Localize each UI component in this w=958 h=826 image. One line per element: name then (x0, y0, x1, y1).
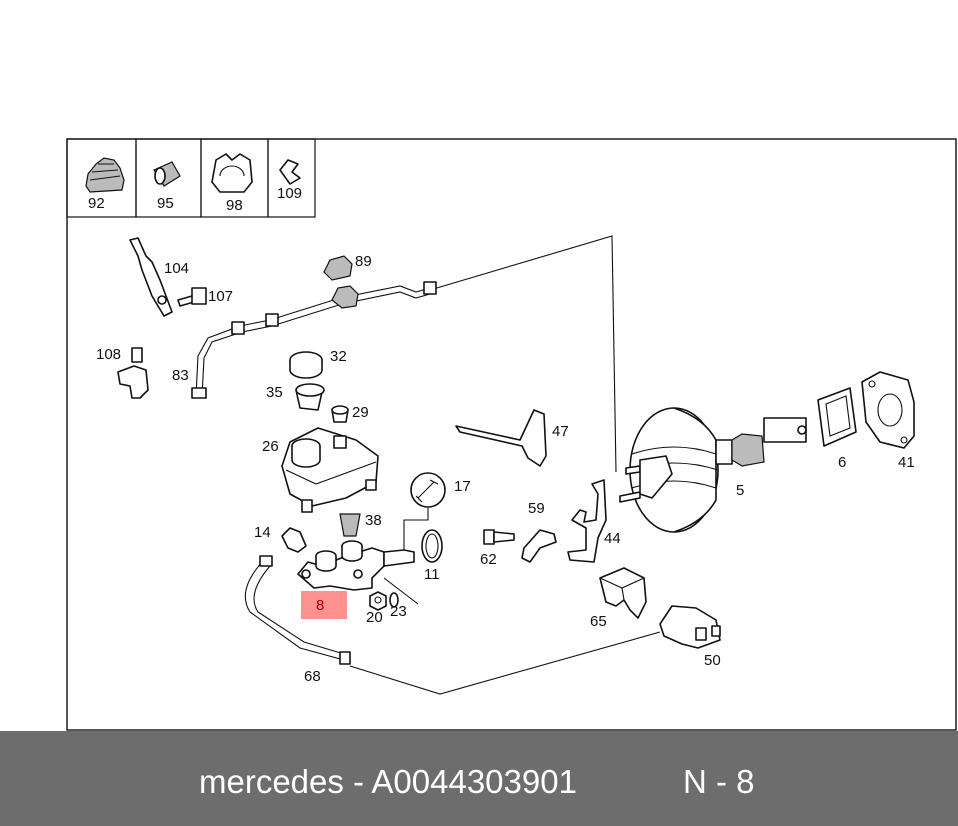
legend-label-98: 98 (226, 197, 243, 214)
hose-68 (244, 555, 661, 695)
label-47: 47 (552, 423, 569, 440)
plug-14 (281, 527, 307, 553)
bracket-104 (129, 237, 173, 317)
brake-booster-5 (619, 407, 807, 533)
plate-41 (861, 371, 915, 449)
label-104: 104 (164, 260, 189, 277)
label-44: 44 (604, 530, 621, 547)
spring-clip-icon (279, 159, 301, 185)
label-62: 62 (480, 551, 497, 568)
grommet-89 (323, 255, 353, 281)
brake-line (191, 235, 617, 473)
gasket-6 (817, 387, 857, 447)
legend-label-92: 92 (88, 195, 105, 212)
legend-boxes (66, 138, 316, 218)
bracket-47 (455, 409, 547, 467)
wrench-icon (378, 472, 446, 555)
label-38: 38 (365, 512, 382, 529)
label-5: 5 (736, 482, 744, 499)
label-11: 11 (424, 566, 440, 583)
valve-108 (117, 347, 149, 399)
leader-line (383, 577, 419, 605)
label-17: 17 (454, 478, 471, 495)
label-108: 108 (96, 346, 121, 363)
label-59: 59 (528, 500, 545, 517)
label-29: 29 (352, 404, 369, 421)
legend-label-95: 95 (157, 195, 174, 212)
clip-icon (211, 153, 253, 193)
label-14: 14 (254, 524, 271, 541)
diagram-frame (66, 138, 957, 731)
footer-brand-part-number: mercedes - A0044303901 (199, 763, 577, 800)
label-89: 89 (355, 253, 372, 270)
label-83: 83 (172, 367, 189, 384)
washer-23 (389, 592, 399, 608)
footer-bar: mercedes - A0044303901 N - 8 (0, 731, 958, 826)
o-ring-11 (421, 529, 443, 563)
reservoir-26 (281, 427, 379, 513)
label-50: 50 (704, 652, 721, 669)
boot-icon (85, 157, 125, 193)
plug-29 (331, 405, 349, 423)
legend-label-109: 109 (277, 185, 302, 202)
seal-38 (339, 513, 361, 537)
bracket-44 (567, 479, 607, 563)
master-cylinder-8 (297, 540, 415, 591)
bushing-icon (153, 161, 181, 187)
label-32: 32 (330, 348, 347, 365)
bolt-107 (177, 287, 207, 307)
label-35: 35 (266, 384, 283, 401)
label-6: 6 (838, 454, 846, 471)
valve-50 (659, 605, 721, 649)
label-68: 68 (304, 668, 321, 685)
label-65: 65 (590, 613, 607, 630)
cap-32 (289, 351, 323, 379)
label-107: 107 (208, 288, 233, 305)
bracket-59 (521, 529, 557, 563)
label-23: 23 (390, 603, 407, 620)
nut-20 (369, 591, 387, 611)
parts-diagram: 92 95 98 109 (66, 138, 957, 731)
footer-position: N - 8 (683, 763, 755, 800)
bolt-62 (483, 529, 515, 545)
label-26: 26 (262, 438, 279, 455)
clip-65 (599, 567, 647, 619)
filter-35 (295, 383, 325, 411)
part-8-highlight[interactable] (301, 591, 347, 619)
label-20: 20 (366, 609, 383, 626)
label-41: 41 (898, 454, 915, 471)
